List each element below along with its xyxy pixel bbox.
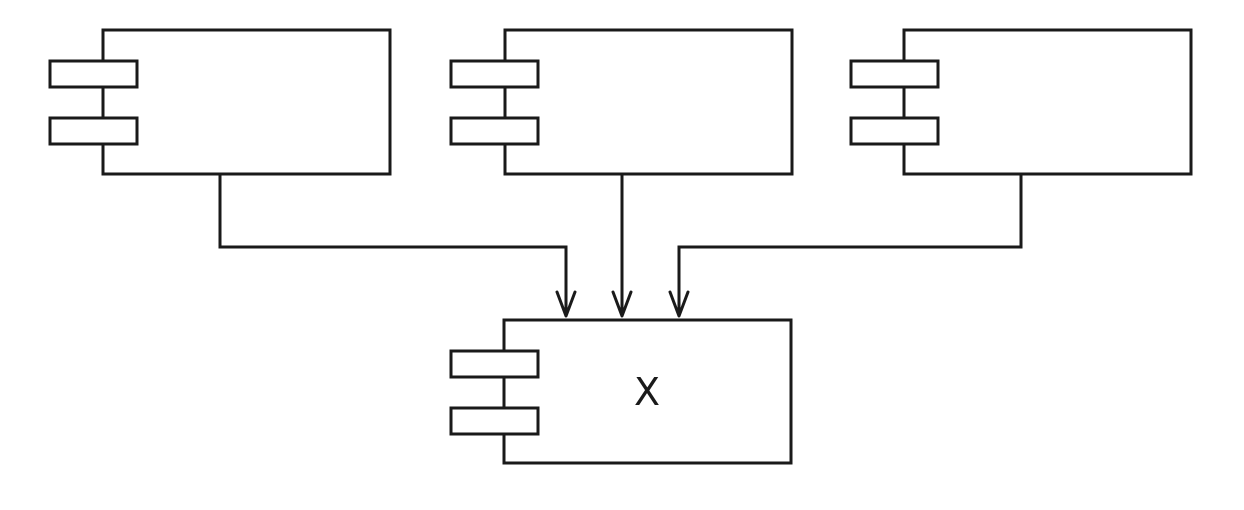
arrowhead-2 [611, 290, 633, 318]
arrowhead-1 [555, 290, 577, 318]
component-port-bottom [449, 406, 540, 436]
component-source-3 [849, 28, 1193, 176]
component-body [101, 28, 392, 176]
component-port-top [449, 59, 540, 89]
component-body [503, 28, 794, 176]
component-port-top [48, 59, 139, 89]
connector-source-1-to-target [218, 174, 568, 316]
component-port-bottom [849, 116, 940, 146]
component-port-bottom [48, 116, 139, 146]
component-body [902, 28, 1193, 176]
component-port-bottom [449, 116, 540, 146]
component-body [502, 318, 793, 465]
component-source-2 [449, 28, 794, 176]
component-target: X [449, 318, 793, 465]
arrowhead-3 [668, 290, 690, 318]
connector-source-3-to-target [677, 174, 1023, 316]
component-port-top [849, 59, 940, 89]
component-port-top [449, 349, 540, 379]
component-source-1 [48, 28, 392, 176]
component-label: X [634, 370, 660, 414]
